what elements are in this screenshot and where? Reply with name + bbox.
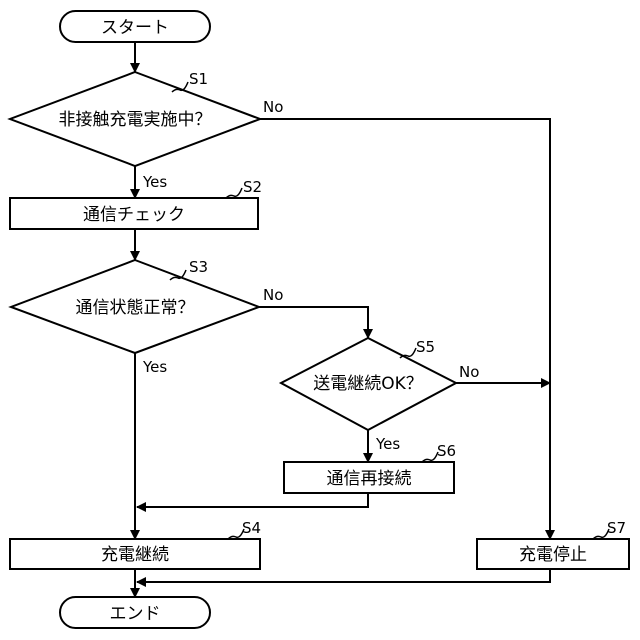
decision-s5-label: 送電継続OK？ bbox=[313, 374, 423, 394]
process-s6-label: 通信再接続 bbox=[327, 469, 412, 489]
step-tag-s5-squiggle bbox=[400, 348, 416, 358]
branch-s3-no: No bbox=[263, 286, 283, 304]
edge-s7-merge bbox=[137, 569, 550, 582]
process-s7-label: 充電停止 bbox=[519, 545, 587, 565]
branch-s5-no: No bbox=[459, 363, 479, 381]
branch-s3-yes: Yes bbox=[142, 358, 167, 376]
step-tag-s2-squiggle bbox=[226, 188, 242, 198]
step-tag-s1: S1 bbox=[189, 70, 208, 88]
edge-s3-no-s5 bbox=[259, 307, 368, 338]
edge-s6-s4 bbox=[137, 493, 368, 507]
step-tag-s7: S7 bbox=[607, 519, 626, 537]
decision-s3-label: 通信状態正常？ bbox=[76, 298, 195, 318]
step-tag-s4: S4 bbox=[242, 519, 261, 537]
process-s4-label: 充電継続 bbox=[101, 545, 169, 565]
branch-s1-yes: Yes bbox=[142, 173, 167, 191]
branch-s5-yes: Yes bbox=[375, 435, 400, 453]
step-tag-s5: S5 bbox=[416, 338, 435, 356]
step-tag-s6: S6 bbox=[437, 442, 456, 460]
process-s2-label: 通信チェック bbox=[83, 205, 185, 225]
start-label: スタート bbox=[101, 18, 169, 38]
end-label: エンド bbox=[110, 604, 161, 624]
step-tag-s6-squiggle bbox=[422, 452, 438, 462]
step-tag-s2: S2 bbox=[243, 178, 262, 196]
step-tag-s3: S3 bbox=[189, 258, 208, 276]
decision-s1-label: 非接触充電実施中？ bbox=[59, 110, 212, 130]
branch-s1-no: No bbox=[263, 98, 283, 116]
